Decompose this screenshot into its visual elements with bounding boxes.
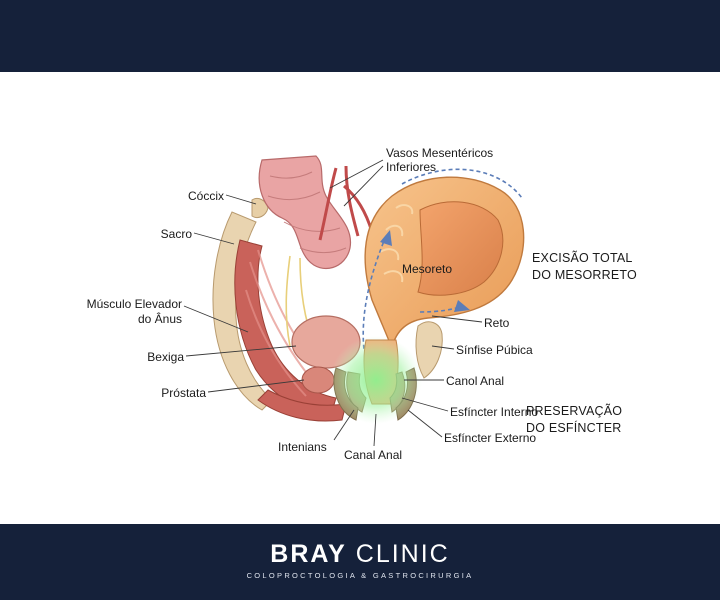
colon-folds bbox=[267, 171, 347, 253]
label-intenians: Intenians bbox=[278, 440, 327, 454]
label-esfinter-externo: Esfíncter Externo bbox=[444, 431, 537, 445]
bottom-band bbox=[0, 524, 720, 600]
sphincter-highlight-glow bbox=[330, 336, 422, 424]
excision-path-left bbox=[362, 235, 387, 351]
label-canal: Canal Anal bbox=[344, 448, 403, 462]
anatomy-diagram: Vasos Mesentéricos Inferiores Cóccix Sac… bbox=[0, 72, 720, 524]
heading-preservacao-1: PRESERVAÇÃO bbox=[526, 404, 623, 418]
anatomy-illustration bbox=[183, 155, 525, 447]
brand-name: BRAY CLINIC bbox=[0, 540, 720, 568]
mesorectum-texture bbox=[379, 204, 414, 283]
label-mesoreto: Mesoreto bbox=[402, 262, 453, 276]
pubic-symphysis-shape bbox=[415, 321, 443, 379]
heading-preservacao-2: DO ESFÍNCTER bbox=[526, 421, 622, 435]
brand-tagline: COLOPROCTOLOGIA & GASTROCIRURGIA bbox=[246, 571, 474, 580]
leader-lines bbox=[183, 159, 483, 447]
label-prostata: Próstata bbox=[161, 386, 206, 400]
label-sinfise: Sínfise Púbica bbox=[456, 343, 533, 357]
prostate-shape bbox=[301, 366, 335, 394]
label-esfinter-interno: Esfíncter Interno bbox=[450, 405, 539, 419]
label-vasos: Vasos Mesentéricos bbox=[386, 146, 494, 160]
heading-excisao-2: DO MESORRETO bbox=[532, 268, 637, 282]
brand-name-light: CLINIC bbox=[355, 540, 450, 568]
excision-path-right bbox=[401, 168, 523, 199]
label-musculo-2: do Ânus bbox=[137, 312, 182, 326]
brand-name-bold: BRAY bbox=[270, 540, 347, 568]
rectum-lumen bbox=[417, 201, 504, 296]
sigmoid-colon bbox=[258, 155, 352, 270]
label-reto: Reto bbox=[484, 316, 510, 330]
label-bexiga: Bexiga bbox=[147, 350, 184, 364]
label-musculo: Músculo Elevador bbox=[86, 297, 182, 311]
brand-logo: BRAY CLINIC COLOPROCTOLOGIA & GASTROCIRU… bbox=[0, 540, 720, 580]
excision-arrow-left bbox=[380, 230, 392, 246]
top-band bbox=[0, 0, 720, 72]
heading-excisao-1: EXCISÃO TOTAL bbox=[532, 251, 633, 265]
excision-path-bottom bbox=[419, 305, 463, 313]
label-vasos-2: Inferiores bbox=[386, 160, 437, 174]
label-coccix: Cóccix bbox=[187, 189, 224, 203]
label-sacro: Sacro bbox=[160, 227, 192, 241]
coccyx-shape bbox=[251, 197, 269, 219]
label-canol: Canol Anal bbox=[446, 374, 505, 388]
